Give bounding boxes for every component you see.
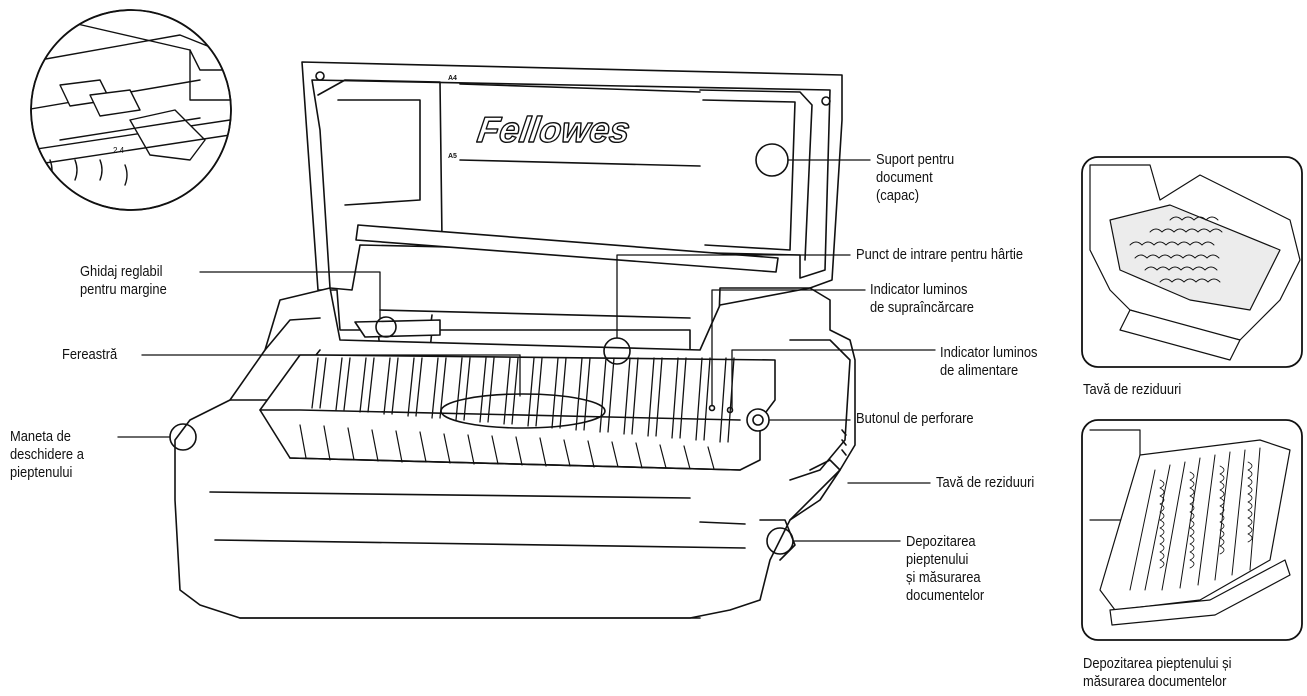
label-window: Fereastră xyxy=(62,346,118,363)
comb-storage-panel xyxy=(1081,419,1303,641)
caption-waste-tray: Tavă de reziduuri xyxy=(1083,381,1182,398)
inset-scale-marks: 2 4 xyxy=(113,146,125,155)
lid-mark-a4: A4 xyxy=(448,75,457,82)
callout-leader-lines xyxy=(117,159,936,542)
label-waste-tray: Tavă de reziduuri xyxy=(936,474,1035,491)
document-support-lid xyxy=(301,61,843,353)
margin-guide-detail-inset xyxy=(30,9,232,211)
binding-machine xyxy=(169,61,856,619)
lid-mark-a5: A5 xyxy=(448,153,457,160)
label-paper-entry: Punct de intrare pentru hârtie xyxy=(856,246,1024,263)
label-punch-button: Butonul de perforare xyxy=(856,410,974,427)
fellowes-logo: Fellowes xyxy=(475,109,633,150)
waste-tray-panel xyxy=(1081,156,1303,368)
